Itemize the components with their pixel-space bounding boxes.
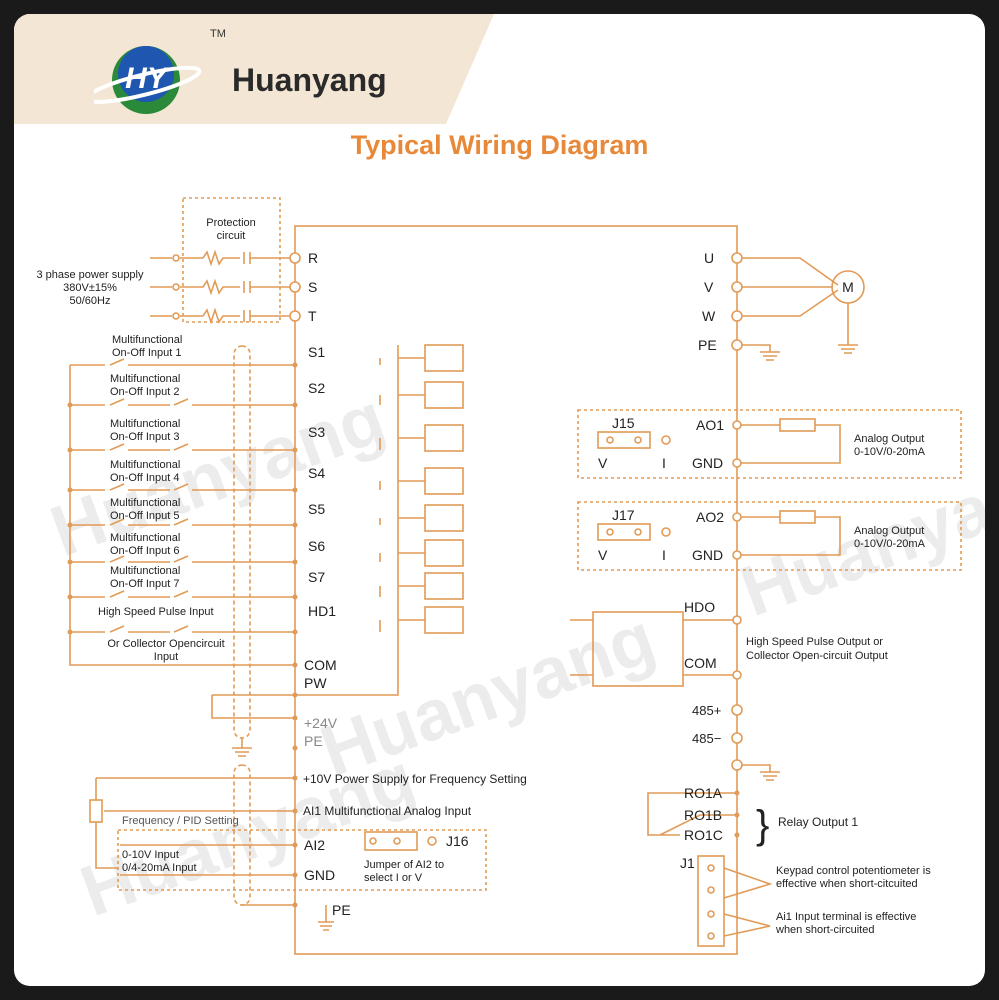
page-title: Typical Wiring Diagram bbox=[350, 130, 649, 160]
terminal-s6: S6 bbox=[308, 538, 325, 554]
terminal-hd1: HD1 bbox=[308, 603, 336, 619]
terminal-ao2: AO2 bbox=[696, 509, 724, 525]
ai1-label: AI1 Multifunctional Analog Input bbox=[303, 804, 472, 818]
ai2-range-1: 0-10V Input bbox=[122, 849, 179, 861]
input-label: On-Off Input 4 bbox=[110, 472, 180, 484]
terminal-s5: S5 bbox=[308, 501, 325, 517]
input-label: On-Off Input 3 bbox=[110, 431, 180, 443]
brand-name: Huanyang bbox=[232, 62, 387, 98]
huanyang-logo-icon: HY bbox=[94, 46, 202, 114]
j17-v: V bbox=[598, 547, 608, 563]
freq-pid-label: Frequency / PID Setting bbox=[122, 815, 239, 827]
terminal-u: U bbox=[704, 250, 714, 266]
input-label: Multifunctional bbox=[110, 373, 180, 385]
j15-v: V bbox=[598, 455, 608, 471]
motor-icon: M bbox=[842, 279, 854, 295]
supply-label-2: 380V±15% bbox=[63, 282, 117, 294]
j1-label-1b: effective when short-citcuited bbox=[776, 878, 918, 890]
terminal-s3: S3 bbox=[308, 424, 325, 440]
jumper-j16: J16 bbox=[446, 833, 469, 849]
terminal-ro1c: RO1C bbox=[684, 827, 723, 843]
v10-label: +10V Power Supply for Frequency Setting bbox=[303, 772, 527, 786]
terminal-w: W bbox=[702, 308, 716, 324]
input-label: On-Off Input 7 bbox=[110, 578, 180, 590]
terminal-ro1a: RO1A bbox=[684, 785, 723, 801]
ground-icon bbox=[232, 344, 858, 931]
input-label: Multifunctional bbox=[110, 532, 180, 544]
jumper-j15: J15 bbox=[612, 415, 635, 431]
terminal-pe-right: PE bbox=[698, 337, 717, 353]
analog-output-label: Analog Output bbox=[854, 433, 924, 445]
terminal-pe-bottom: PE bbox=[332, 902, 351, 918]
hdo-label-2: Collector Open-circuit Output bbox=[746, 650, 888, 662]
ai2-range-2: 0/4-20mA Input bbox=[122, 862, 197, 874]
terminal-s1: S1 bbox=[308, 344, 325, 360]
supply-label-3: 50/60Hz bbox=[70, 295, 111, 307]
terminal-t: T bbox=[308, 308, 317, 324]
input-label: On-Off Input 5 bbox=[110, 510, 180, 522]
analog-output-range: 0-10V/0-20mA bbox=[854, 446, 926, 458]
trademark: TM bbox=[210, 28, 226, 40]
input-label: On-Off Input 2 bbox=[110, 386, 180, 398]
brace-icon: } bbox=[756, 803, 769, 847]
j1-label-2b: when short-circuited bbox=[775, 924, 874, 936]
protection-label-1: Protection bbox=[206, 217, 256, 229]
j16-desc-2: select I or V bbox=[364, 872, 423, 884]
input-label: Multifunctional bbox=[110, 497, 180, 509]
terminal-r: R bbox=[308, 250, 318, 266]
analog-output-label: Analog Output bbox=[854, 525, 924, 537]
terminal-com: COM bbox=[304, 657, 337, 673]
j17-i: I bbox=[662, 547, 666, 563]
terminal-s2: S2 bbox=[308, 380, 325, 396]
j1-label-1a: Keypad control potentiometer is bbox=[776, 865, 931, 877]
hd1-input-label: High Speed Pulse Input bbox=[98, 606, 214, 618]
terminal-hdo: HDO bbox=[684, 599, 715, 615]
jumper-j1: J1 bbox=[680, 855, 695, 871]
terminal-ro1b: RO1B bbox=[684, 807, 722, 823]
protection-label-2: circuit bbox=[217, 230, 246, 242]
terminal-24v: +24V bbox=[304, 715, 338, 731]
logo-letters: HY bbox=[125, 62, 170, 95]
j16-desc-1: Jumper of AI2 to bbox=[364, 859, 444, 871]
terminal-v: V bbox=[704, 279, 714, 295]
terminal-s: S bbox=[308, 279, 317, 295]
terminal-s4: S4 bbox=[308, 465, 325, 481]
wiring-diagram: Protection circuit 3 phase power supply … bbox=[36, 197, 962, 955]
input-label: On-Off Input 1 bbox=[112, 347, 182, 359]
terminal-ai2: AI2 bbox=[304, 837, 325, 853]
j1-label-2a: Ai1 Input terminal is effective bbox=[776, 911, 916, 923]
relay-output-label: Relay Output 1 bbox=[778, 815, 858, 829]
terminal-pw: PW bbox=[304, 675, 327, 691]
jumper-j17: J17 bbox=[612, 507, 635, 523]
input-label: Multifunctional bbox=[110, 459, 180, 471]
terminal-pe: PE bbox=[304, 733, 323, 749]
collector-label-2: Input bbox=[154, 651, 178, 663]
analog-output-range: 0-10V/0-20mA bbox=[854, 538, 926, 550]
input-label: Multifunctional bbox=[112, 334, 182, 346]
terminal-485-plus: 485+ bbox=[692, 703, 721, 718]
input-label: Multifunctional bbox=[110, 418, 180, 430]
j15-i: I bbox=[662, 455, 666, 471]
terminal-gnd-ao2: GND bbox=[692, 547, 723, 563]
collector-label-1: Or Collector Opencircuit bbox=[107, 638, 224, 650]
terminal-485-minus: 485− bbox=[692, 731, 721, 746]
supply-label-1: 3 phase power supply bbox=[36, 269, 144, 281]
terminal-gnd-ao1: GND bbox=[692, 455, 723, 471]
terminal-ao1: AO1 bbox=[696, 417, 724, 433]
input-label: On-Off Input 6 bbox=[110, 545, 180, 557]
input-label: Multifunctional bbox=[110, 565, 180, 577]
terminal-com-right: COM bbox=[684, 655, 717, 671]
hdo-label-1: High Speed Pulse Output or bbox=[746, 636, 883, 648]
brand-banner bbox=[14, 14, 494, 124]
diagram-card: HY TM Huanyang Typical Wiring Diagram Hu… bbox=[14, 14, 985, 986]
terminal-gnd: GND bbox=[304, 867, 335, 883]
terminal-s7: S7 bbox=[308, 569, 325, 585]
